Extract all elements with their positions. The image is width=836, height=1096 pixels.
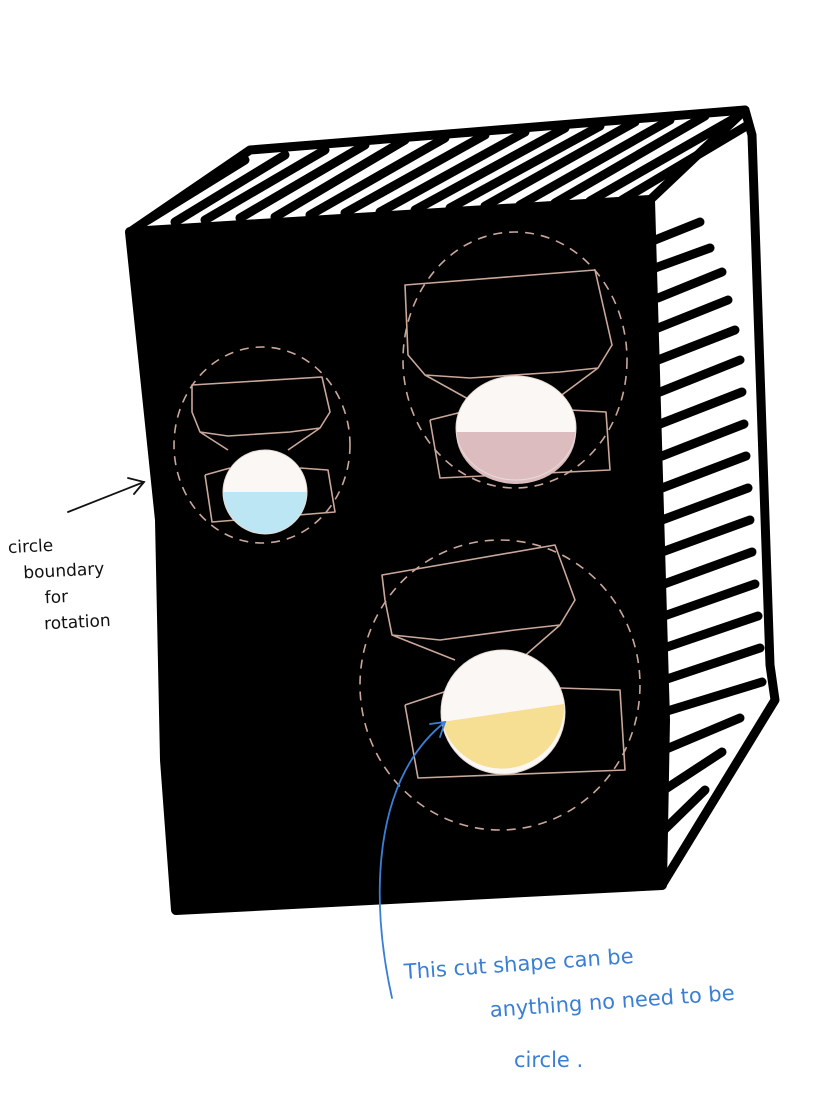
rotation-boundary-top-right bbox=[402, 231, 628, 489]
rotation-boundary-bottom bbox=[359, 539, 641, 831]
ball-bottom bbox=[440, 649, 566, 775]
cut-shape-annotation-line: circle . bbox=[514, 1048, 584, 1072]
frame-top-right bbox=[404, 269, 613, 479]
cutout-left bbox=[173, 346, 351, 544]
boundary-annotation: circle boundary for rotation bbox=[7, 529, 130, 639]
side-hatching bbox=[650, 217, 767, 835]
frame-left bbox=[191, 376, 336, 523]
frame-bottom bbox=[381, 544, 626, 779]
rotation-boundary-left bbox=[173, 346, 351, 544]
cut-shape-annotation: This cut shape can be anything no need t… bbox=[403, 944, 814, 1082]
ball-left bbox=[222, 449, 308, 535]
arrow-right-icon bbox=[67, 477, 146, 513]
top-hatching bbox=[143, 111, 753, 227]
box-front-face bbox=[125, 195, 670, 915]
curved-arrow-up-icon bbox=[378, 720, 447, 999]
ball-top-right bbox=[455, 375, 577, 484]
cutout-top-right bbox=[402, 231, 628, 489]
cutout-bottom bbox=[359, 539, 641, 831]
